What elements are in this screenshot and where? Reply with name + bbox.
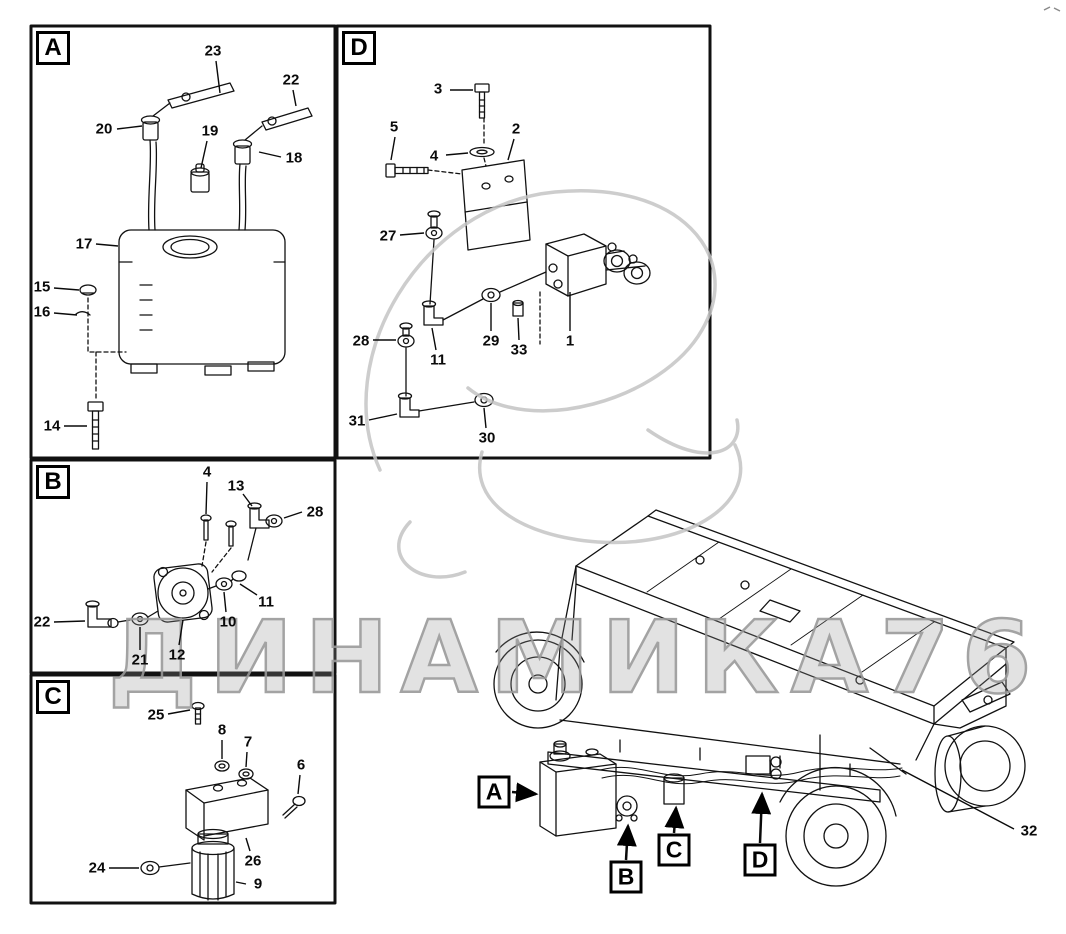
panel-a-drawing bbox=[75, 82, 313, 450]
panel-b-drawing bbox=[85, 502, 283, 629]
panel-label-a: A bbox=[36, 31, 70, 65]
panel-c-drawing bbox=[140, 701, 306, 901]
panel-label-c: C bbox=[36, 680, 70, 714]
panel-label-d: D bbox=[342, 31, 376, 65]
panel-label-b: B bbox=[36, 465, 70, 499]
machine-overview-drawing bbox=[493, 509, 1026, 887]
